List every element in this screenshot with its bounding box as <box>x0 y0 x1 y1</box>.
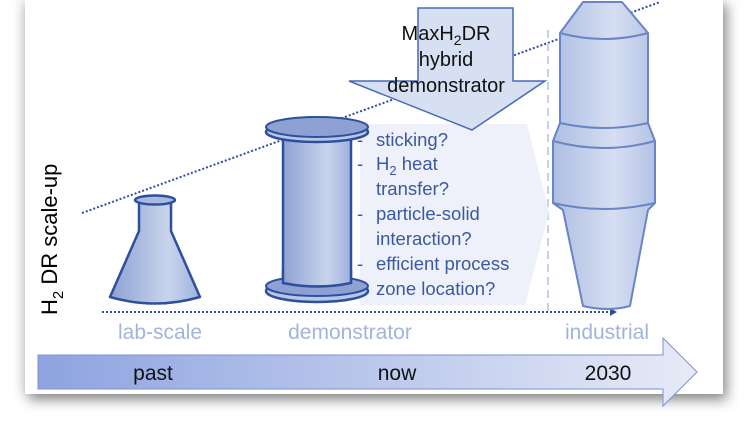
question-particle-solid: particle-solid <box>376 203 480 224</box>
question-bullet: - <box>357 153 363 174</box>
callout-arrow <box>348 7 548 131</box>
question-bullet: - <box>357 203 363 224</box>
stage-label-industrial: industrial <box>565 321 649 344</box>
question-efficient-process: efficient process <box>376 253 509 274</box>
callout-line-3: demonstrator <box>387 75 505 97</box>
timeline-arrow <box>37 336 698 408</box>
lab-flask-icon <box>108 194 202 305</box>
x-axis-arrowhead <box>610 308 617 316</box>
question-list: - sticking? - H2 heat transfer? - partic… <box>357 129 509 299</box>
timeline-label-2030: 2030 <box>585 362 632 385</box>
timeline-label-past: past <box>133 362 173 385</box>
question-heat-transfer: transfer? <box>376 178 449 199</box>
stage-label-lab-scale: lab-scale <box>118 321 202 344</box>
industrial-reactor-icon <box>552 1 656 310</box>
question-zone-location: zone location? <box>376 278 495 299</box>
y-axis-label: H2 DR scale-up <box>37 164 67 315</box>
question-h2-heat: H2 heat <box>376 153 438 178</box>
question-sticking: sticking? <box>376 129 448 150</box>
callout-title: MaxH2DR <box>402 23 491 48</box>
question-interaction: interaction? <box>376 228 472 249</box>
stage-label-demonstrator: demonstrator <box>288 321 412 344</box>
timeline-label-now: now <box>378 362 417 385</box>
question-bullet: - <box>357 253 363 274</box>
demonstrator-reactor-icon <box>264 116 370 304</box>
question-panel <box>360 124 549 305</box>
question-bullet: - <box>357 129 363 150</box>
callout-line-2: hybrid <box>419 49 473 71</box>
